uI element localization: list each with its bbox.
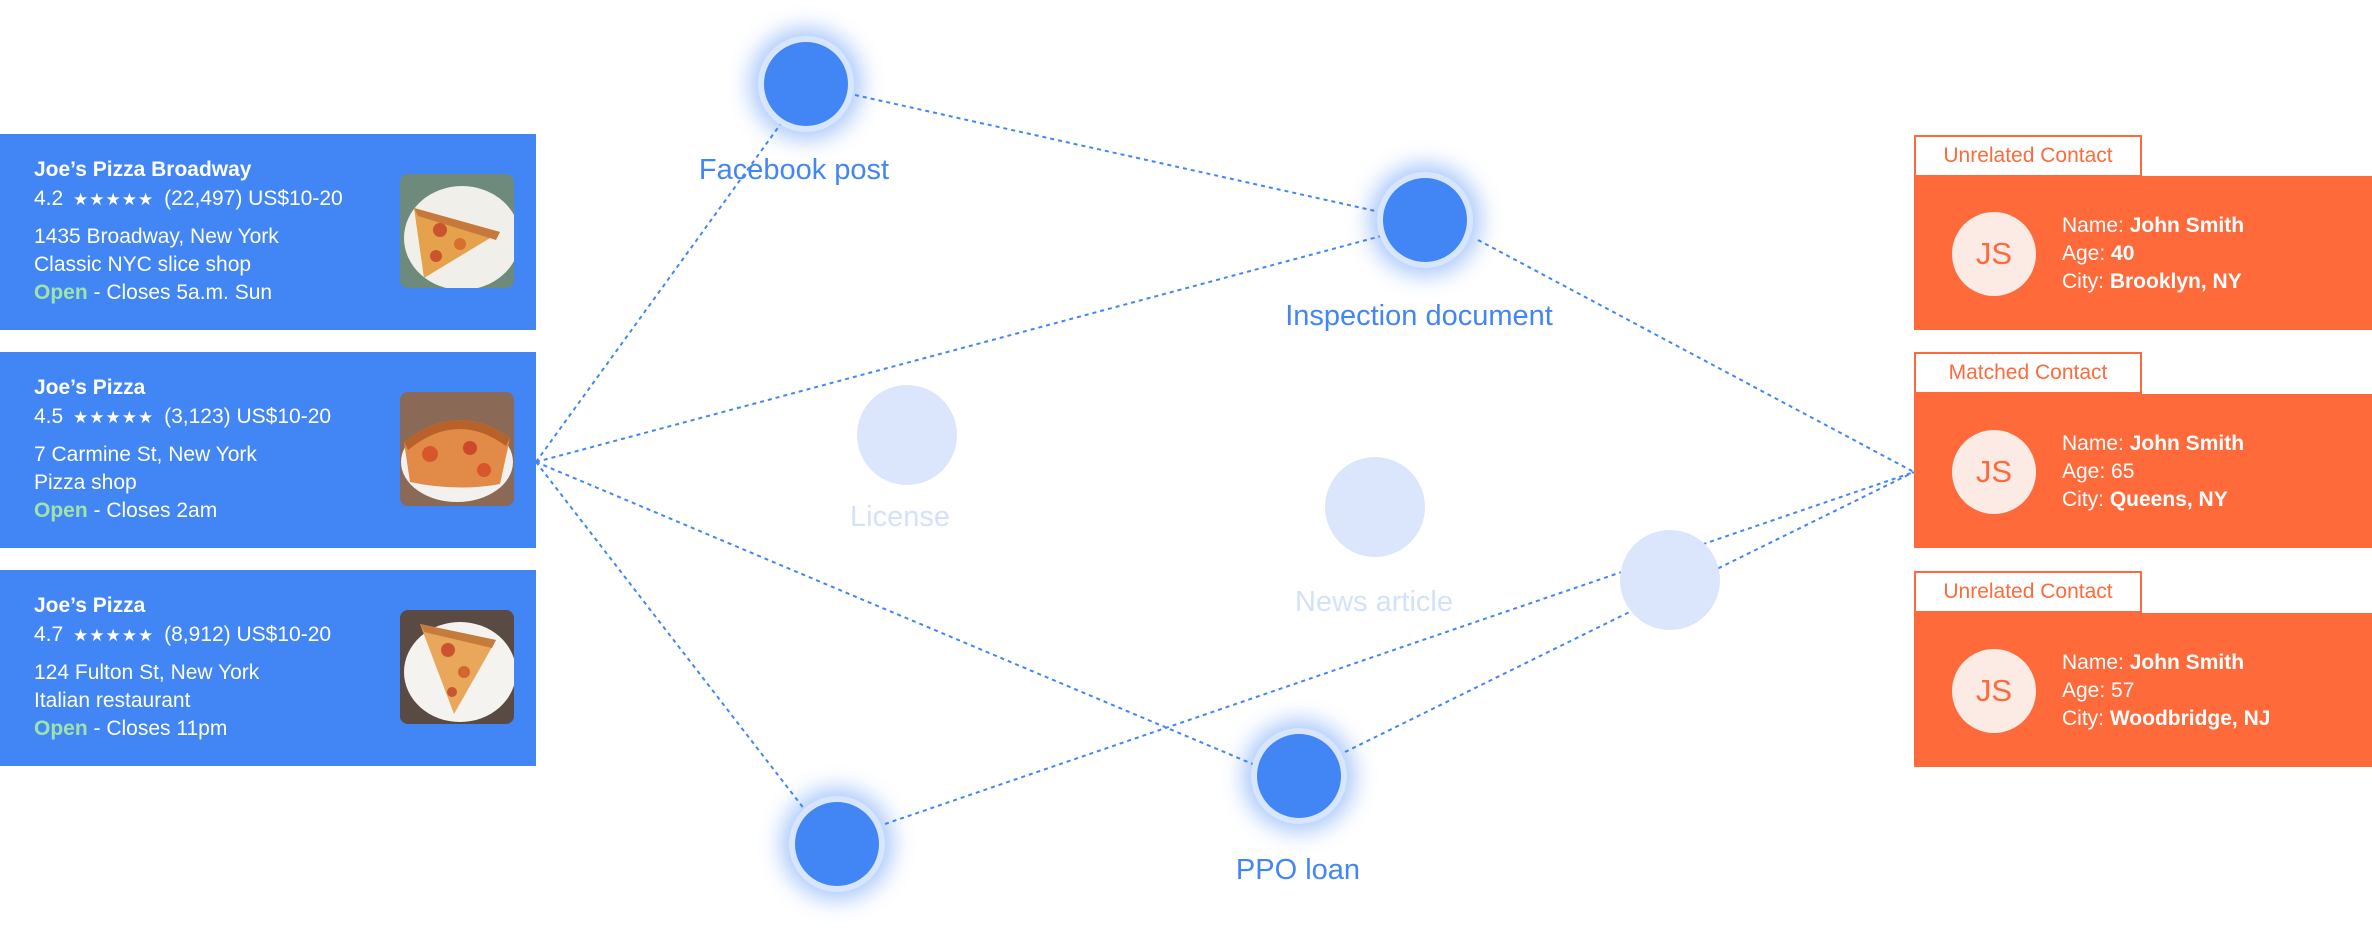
- contact-age-line: Age: 65: [2062, 460, 2134, 484]
- link-business-inspection: [535, 234, 1386, 463]
- contact-city-line: City: Brooklyn, NY: [2062, 270, 2242, 294]
- avatar: JS: [1952, 649, 2036, 733]
- city-label: City:: [2062, 488, 2110, 511]
- business-category: Pizza shop: [34, 471, 137, 494]
- link-bottom-node-contact: [884, 471, 1915, 825]
- business-card-2[interactable]: Joe’s Pizza 4.5 ★★★★★ (3,123) US$10-20 7…: [0, 352, 536, 548]
- link-business-facebook: [535, 117, 786, 463]
- rating-value: 4.7: [34, 623, 64, 646]
- contact-card-1[interactable]: JS Name: John Smith Age: 40 City: Brookl…: [1914, 176, 2372, 330]
- rating-value: 4.5: [34, 405, 64, 428]
- contact-city-line: City: Queens, NY: [2062, 488, 2228, 512]
- contact-name-line: Name: John Smith: [2062, 651, 2244, 675]
- facebook-post-label: Facebook post: [698, 154, 890, 186]
- pizza-photo: [400, 610, 514, 724]
- link-ppo-contact: [1344, 471, 1915, 753]
- business-hours: Open - Closes 11pm: [34, 717, 227, 741]
- business-name: Joe’s Pizza Broadway: [34, 158, 252, 181]
- closing-time: - Closes 2am: [87, 499, 218, 522]
- contact-age: 57: [2111, 679, 2135, 702]
- open-status: Open: [34, 717, 88, 740]
- business-name: Joe’s Pizza: [34, 376, 146, 399]
- open-status: Open: [34, 281, 88, 304]
- name-label: Name:: [2062, 432, 2130, 455]
- contact-card-2[interactable]: JS Name: John Smith Age: 65 City: Queens…: [1914, 394, 2372, 548]
- unlabeled-faded-node[interactable]: [1620, 530, 1720, 630]
- business-card-3[interactable]: Joe’s Pizza 4.7 ★★★★★ (8,912) US$10-20 1…: [0, 570, 536, 766]
- age-label: Age:: [2062, 460, 2112, 483]
- contact-status-tag: Unrelated Contact: [1914, 135, 2142, 177]
- contact-city: Queens, NY: [2109, 488, 2228, 511]
- business-category: Classic NYC slice shop: [34, 253, 252, 276]
- contact-status-tag: Matched Contact: [1914, 352, 2142, 394]
- name-label: Name:: [2062, 214, 2130, 237]
- business-address: 7 Carmine St, New York: [34, 443, 257, 466]
- price-range: US$10-20: [236, 405, 332, 428]
- business-hours: Open - Closes 5a.m. Sun: [34, 281, 272, 305]
- pizza-photo: [400, 174, 514, 288]
- link-business-bottom-node: [535, 461, 806, 811]
- contact-name-line: Name: John Smith: [2062, 432, 2244, 456]
- license-label: License: [850, 501, 950, 533]
- closing-time: - Closes 11pm: [87, 717, 228, 740]
- closing-time: - Closes 5a.m. Sun: [87, 281, 273, 304]
- pizza-photo: [400, 392, 514, 506]
- contact-age-line: Age: 40: [2062, 242, 2134, 266]
- rating-stars-icon: ★★★★★: [73, 408, 155, 427]
- contact-name: John Smith: [2129, 432, 2245, 455]
- rating-stars-icon: ★★★★★: [73, 626, 155, 645]
- review-count: (3,123): [164, 405, 231, 428]
- avatar: JS: [1952, 430, 2036, 514]
- business-address: 124 Fulton St, New York: [34, 661, 260, 684]
- contact-name-line: Name: John Smith: [2062, 214, 2244, 238]
- license-node[interactable]: [857, 385, 957, 485]
- inspection-document-node[interactable]: [1377, 172, 1473, 268]
- contact-city: Woodbridge, NJ: [2109, 707, 2271, 730]
- unlabeled-active-node[interactable]: [789, 796, 885, 892]
- contact-name: John Smith: [2129, 651, 2245, 674]
- contact-status-tag: Unrelated Contact: [1914, 571, 2142, 613]
- business-address: 1435 Broadway, New York: [34, 225, 279, 248]
- age-label: Age:: [2062, 679, 2112, 702]
- facebook-post-node[interactable]: [758, 36, 854, 132]
- link-facebook-inspection: [854, 94, 1381, 213]
- business-name: Joe’s Pizza: [34, 594, 146, 617]
- city-label: City:: [2062, 707, 2110, 730]
- link-business-ppo: [535, 461, 1256, 766]
- business-rating-line: 4.5 ★★★★★ (3,123) US$10-20: [34, 405, 331, 429]
- contact-age: 40: [2111, 242, 2135, 265]
- review-count: (8,912): [164, 623, 231, 646]
- contact-city-line: City: Woodbridge, NJ: [2062, 707, 2270, 731]
- contact-age: 65: [2111, 460, 2135, 483]
- contact-name: John Smith: [2129, 214, 2245, 237]
- contact-city: Brooklyn, NY: [2109, 270, 2242, 293]
- age-label: Age:: [2062, 242, 2112, 265]
- city-label: City:: [2062, 270, 2110, 293]
- price-range: US$10-20: [236, 623, 332, 646]
- news-article-label: News article: [1295, 586, 1453, 618]
- ppo-loan-node[interactable]: [1251, 728, 1347, 824]
- contact-age-line: Age: 57: [2062, 679, 2134, 703]
- price-range: US$10-20: [248, 187, 343, 210]
- business-hours: Open - Closes 2am: [34, 499, 217, 523]
- avatar: JS: [1952, 212, 2036, 296]
- rating-stars-icon: ★★★★★: [73, 190, 155, 209]
- ppo-loan-label: PPO loan: [1235, 854, 1361, 886]
- business-rating-line: 4.7 ★★★★★ (8,912) US$10-20: [34, 623, 331, 647]
- business-rating-line: 4.2 ★★★★★ (22,497) US$10-20: [34, 187, 343, 211]
- review-count: (22,497): [164, 187, 243, 210]
- link-inspection-contact: [1477, 239, 1915, 473]
- news-article-node[interactable]: [1325, 457, 1425, 557]
- business-card-1[interactable]: Joe’s Pizza Broadway 4.2 ★★★★★ (22,497) …: [0, 134, 536, 330]
- rating-value: 4.2: [34, 187, 64, 210]
- inspection-document-label: Inspection document: [1285, 300, 1553, 332]
- business-category: Italian restaurant: [34, 689, 191, 712]
- open-status: Open: [34, 499, 88, 522]
- name-label: Name:: [2062, 651, 2130, 674]
- contact-card-3[interactable]: JS Name: John Smith Age: 57 City: Woodbr…: [1914, 613, 2372, 767]
